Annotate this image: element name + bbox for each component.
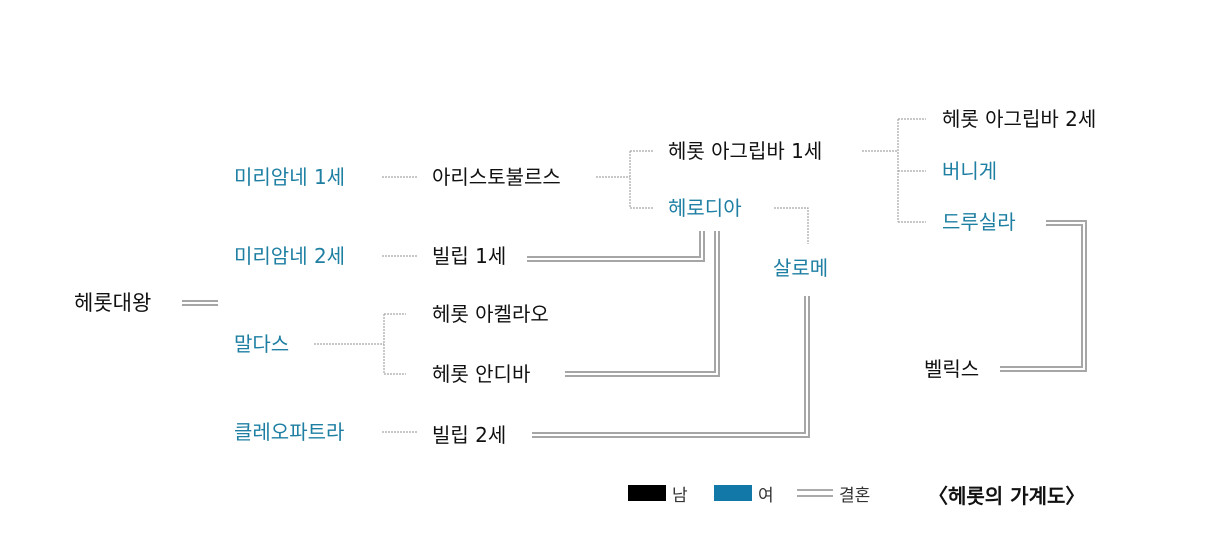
legend-female-label: 여: [758, 485, 774, 506]
male-swatch: [628, 485, 666, 501]
marriage-philip1-herodias: [527, 231, 705, 262]
marriage-antipas-herodias-gap: [565, 231, 718, 375]
marriage-antipas-herodias: [565, 231, 720, 377]
legend-marriage: 결혼: [797, 483, 871, 506]
marriage-felix-drusilla-gap: [1000, 222, 1085, 370]
person-bernice: 버니게: [942, 159, 998, 183]
person-herodias: 헤로디아: [668, 196, 742, 220]
person-herod-the-great: 헤롯대왕: [74, 291, 152, 315]
legend-female: 여: [714, 483, 774, 506]
marriage-felix-drusilla: [1000, 220, 1087, 372]
person-aristobulus: 아리스토불르스: [432, 165, 561, 189]
person-herod-antipas: 헤롯 안디바: [432, 362, 531, 386]
marriage-philip2-salome: [532, 296, 810, 438]
legend-male-label: 남: [672, 485, 688, 506]
diagram-title: 〈헤롯의 가계도〉: [928, 484, 1086, 508]
marriage-line-icon: [797, 489, 833, 497]
marriage-philip2-salome-gap: [532, 296, 808, 436]
person-salome: 살로메: [773, 256, 829, 280]
person-maltace: 말다스: [234, 332, 290, 356]
line-agrippa1-children: [862, 118, 926, 223]
person-mariamne-1: 미리암네 1세: [234, 165, 346, 189]
person-mariamne-2: 미리암네 2세: [234, 244, 346, 268]
line-aristobulus-children: [596, 150, 654, 209]
person-herod-archelaus: 헤롯 아켈라오: [432, 302, 549, 326]
line-herodias-salome: [774, 207, 809, 244]
person-philip-1: 빌립 1세: [432, 244, 507, 268]
person-felix: 벨릭스: [924, 357, 980, 381]
person-cleopatra: 클레오파트라: [234, 420, 345, 444]
line-maltace-children: [314, 313, 406, 375]
legend-marriage-label: 결혼: [839, 485, 871, 506]
legend-male: 남: [628, 483, 688, 506]
person-philip-2: 빌립 2세: [432, 423, 507, 447]
person-herod-agrippa-1: 헤롯 아그립바 1세: [668, 139, 823, 163]
person-drusilla: 드루실라: [942, 210, 1016, 234]
marriage-philip1-herodias-gap: [527, 231, 703, 260]
female-swatch: [714, 485, 752, 501]
person-herod-agrippa-2: 헤롯 아그립바 2세: [942, 107, 1097, 131]
